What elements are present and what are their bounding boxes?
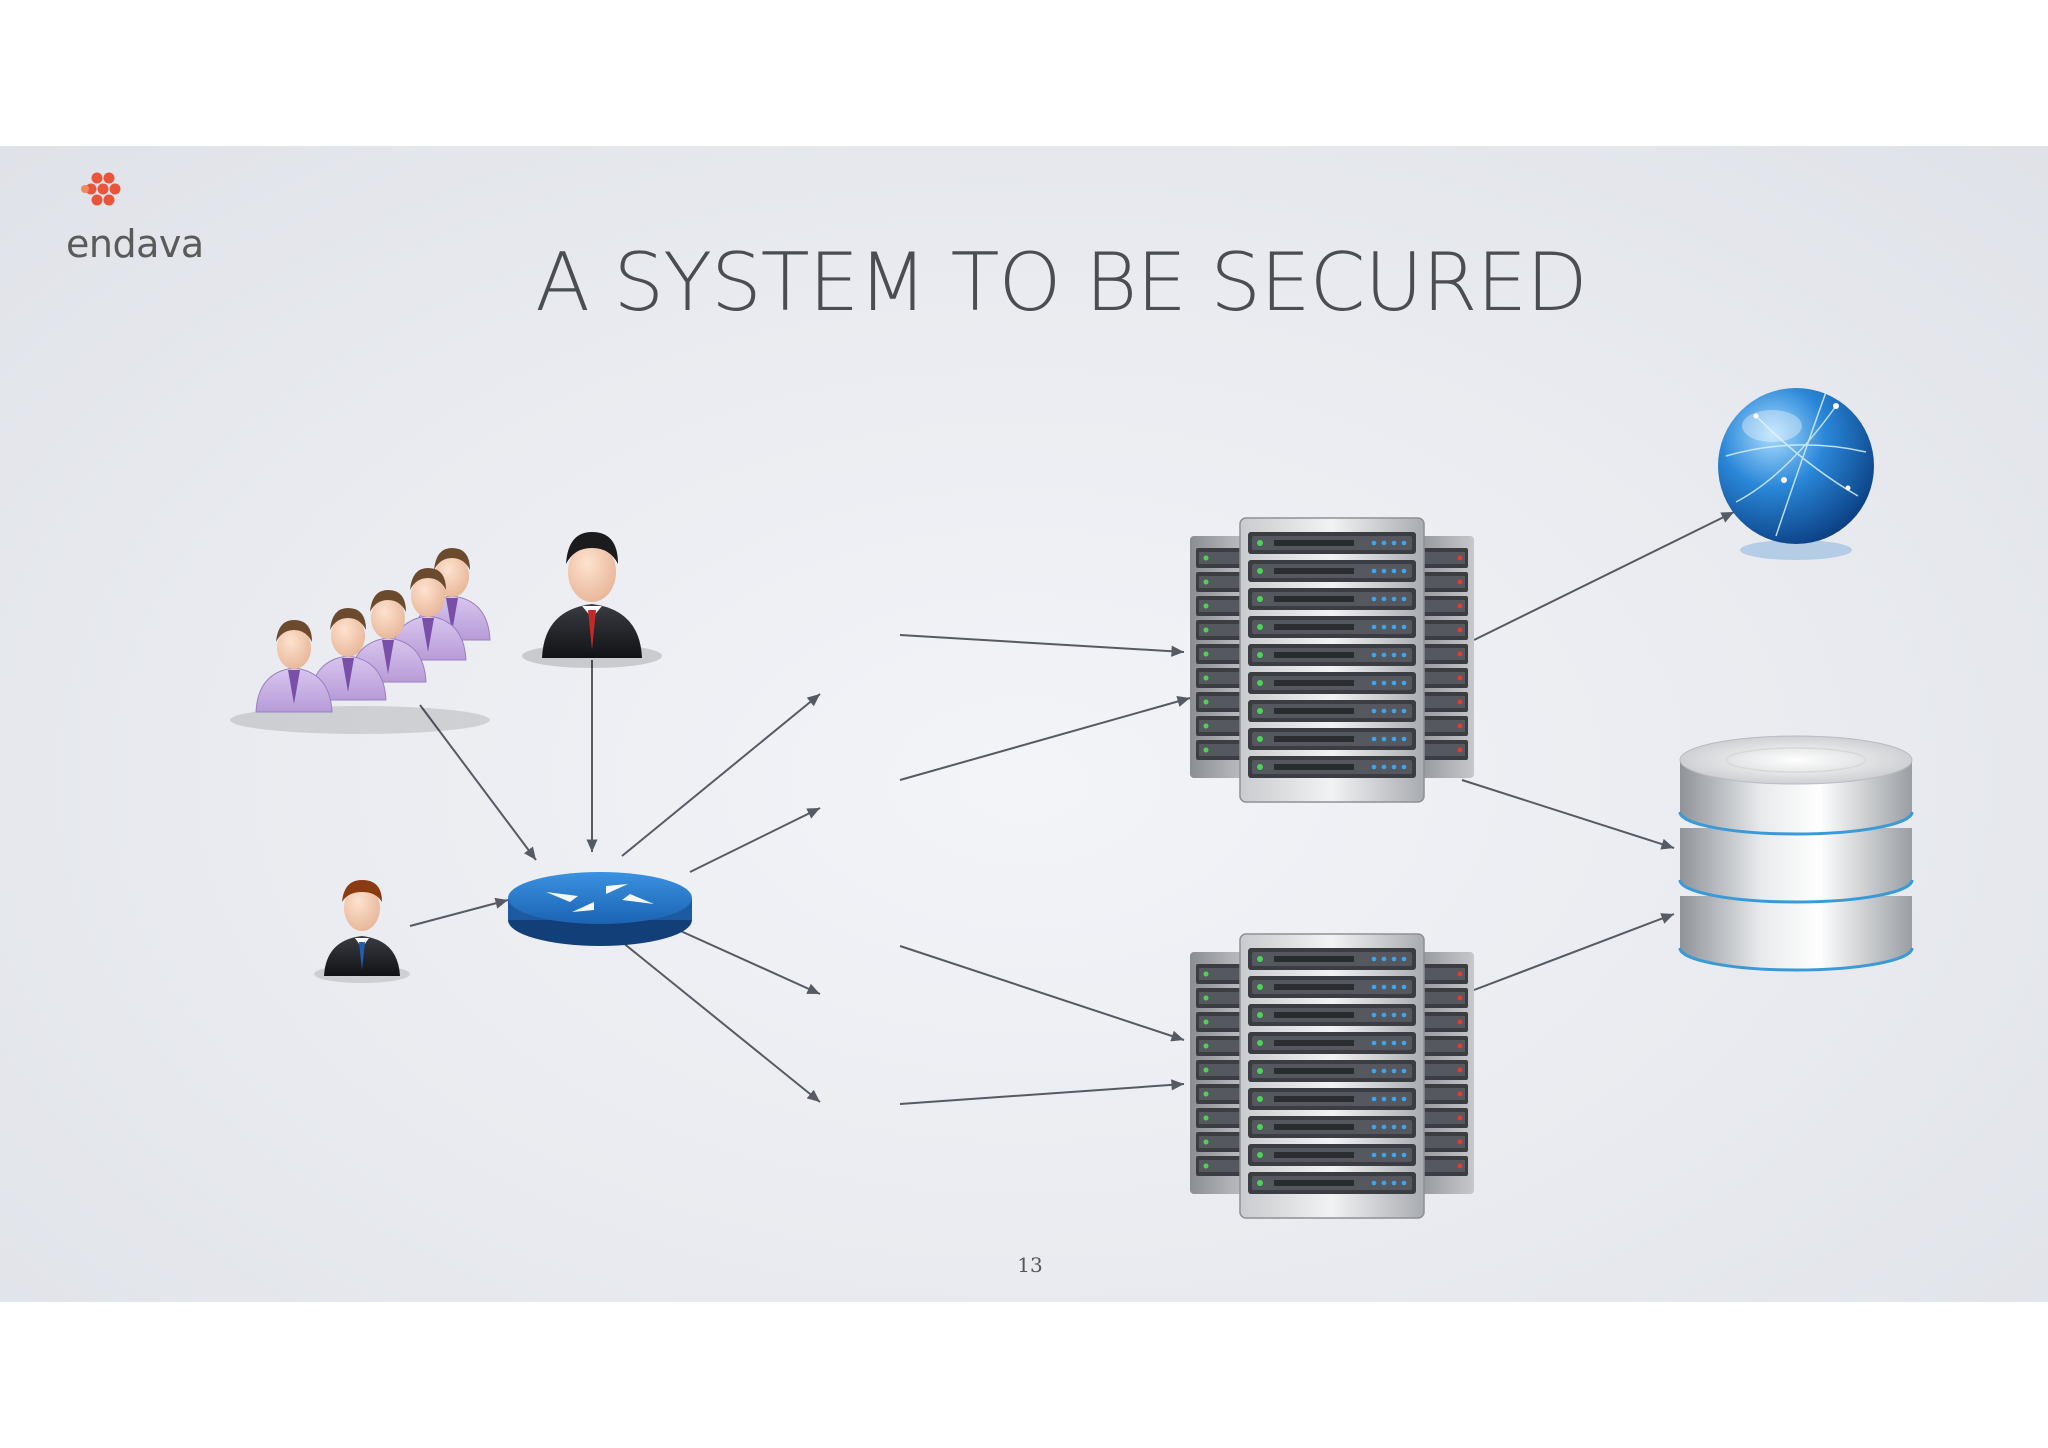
edge-rack-bottom-to-database (1473, 913, 1675, 991)
slide-background (0, 146, 2048, 1302)
edge-user-to-router (409, 897, 509, 927)
business-user-icon (522, 532, 662, 668)
user-group-icon (230, 547, 491, 734)
router-icon (508, 872, 692, 946)
edge-server2-to-rack-top (899, 696, 1191, 781)
edge-rack-top-to-database (1461, 779, 1675, 850)
user-icon (314, 880, 410, 983)
edge-group-to-router (419, 704, 537, 861)
connection-lines (409, 511, 1735, 1105)
server-rack-icon (1190, 934, 1474, 1218)
edge-server4-to-rack-bottom (899, 1079, 1185, 1105)
globe-icon (1718, 388, 1874, 560)
edge-router-to-server4 (621, 941, 821, 1103)
edge-router-to-server3 (673, 927, 821, 995)
brand-name: endava (66, 222, 204, 266)
endava-logo-icon (81, 172, 121, 206)
server-rack-icon (1190, 518, 1474, 802)
edge-router-to-server1 (621, 693, 821, 857)
slide-title: A SYSTEM TO BE SECURED (535, 236, 1588, 329)
edge-router-to-server2 (689, 807, 821, 873)
edge-rack-top-to-internet (1473, 511, 1735, 641)
database-icon (1678, 735, 1914, 972)
page-number: 13 (1017, 1253, 1043, 1277)
edge-server3-to-rack-bottom (899, 945, 1185, 1042)
edge-server1-to-rack-top (899, 634, 1185, 657)
